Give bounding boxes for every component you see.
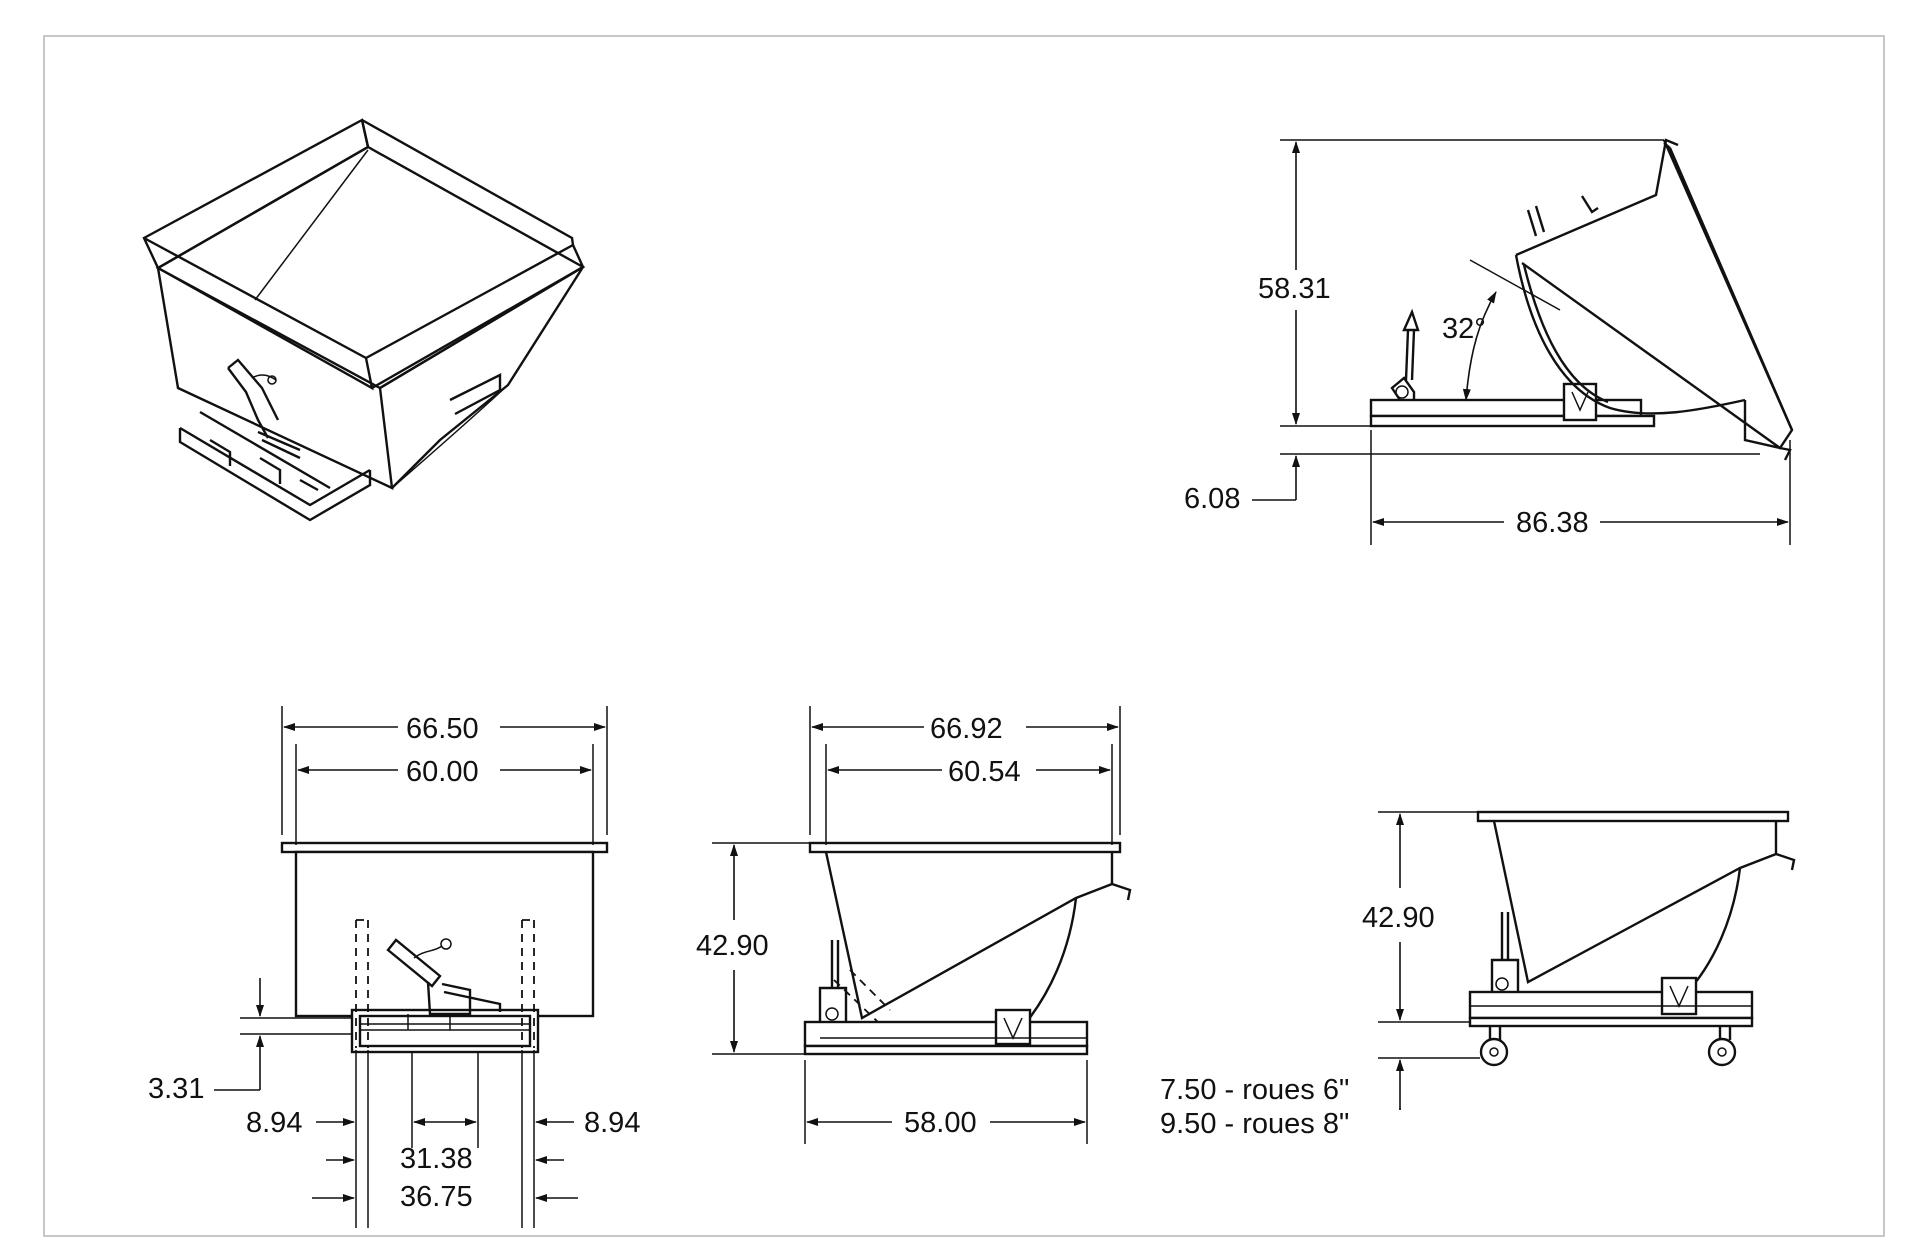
wheel-note-6: 7.50 - roues 6" — [1160, 1074, 1349, 1106]
side-height-label: 42.90 — [696, 930, 769, 962]
sheet-border — [43, 35, 1885, 1237]
right-wheel — [1707, 1037, 1737, 1067]
overall-depth-label: 66.92 — [930, 713, 1003, 745]
base-length-label: 58.00 — [904, 1107, 977, 1139]
wheel-note-8: 9.50 - roues 8" — [1160, 1108, 1349, 1140]
wheeled-side-view: 42.90 7.50 - roues 6" 9.50 - roues 8" — [1160, 812, 1796, 1140]
base-clearance-label: 6.08 — [1184, 483, 1240, 515]
front-view: 66.50 60.00 3.31 8.94 8.94 31.38 36.75 — [148, 706, 640, 1228]
length-label: 86.38 — [1516, 507, 1589, 539]
inner-depth-label: 60.54 — [948, 756, 1021, 788]
fork-outer-label: 36.75 — [400, 1181, 473, 1213]
angle-label: 32° — [1442, 313, 1486, 345]
left-offset-label: 8.94 — [246, 1107, 302, 1139]
right-offset-label: 8.94 — [584, 1107, 640, 1139]
fork-inner-label: 31.38 — [400, 1143, 473, 1175]
left-wheel — [1479, 1037, 1509, 1067]
overall-width-label: 66.50 — [406, 713, 479, 745]
inner-width-label: 60.00 — [406, 756, 479, 788]
height-label: 58.31 — [1258, 273, 1331, 305]
base-height-label: 3.31 — [148, 1073, 204, 1105]
tilted-side-view: 32° 58.31 6.08 86.38 — [1184, 140, 1792, 545]
isometric-view — [142, 118, 586, 522]
wheeled-height-label: 42.90 — [1362, 902, 1435, 934]
side-view: 66.92 60.54 42.90 58.00 — [696, 706, 1132, 1144]
